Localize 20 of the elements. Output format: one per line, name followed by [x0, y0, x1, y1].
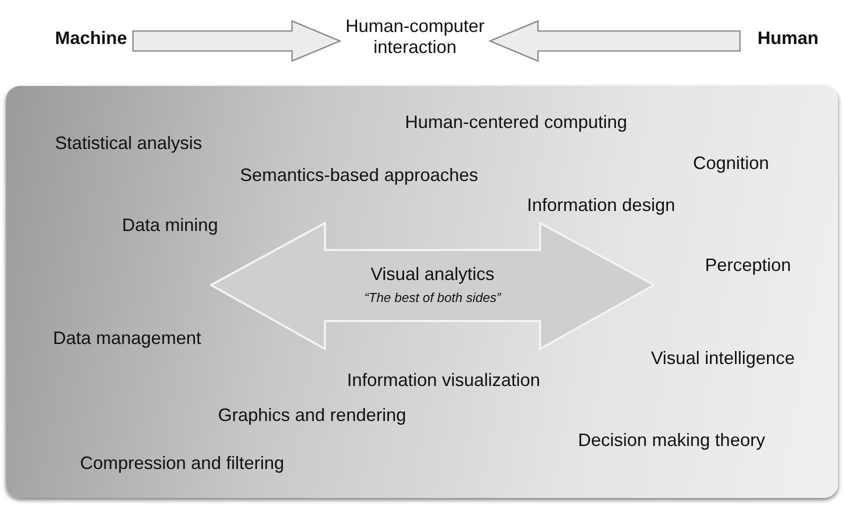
topic-label: Information design	[527, 195, 676, 216]
topic-label: Semantics-based approaches	[240, 165, 478, 186]
node-label: Human-computer interaction	[344, 16, 486, 58]
topic-label: Visual intelligence	[651, 348, 795, 369]
node-title: Visual analytics	[370, 264, 496, 285]
node-label: Machine	[55, 28, 125, 49]
topic-label: Compression and filtering	[80, 453, 284, 474]
topic-label: Cognition	[693, 153, 770, 174]
node-subtitle: “The best of both sides”	[363, 290, 502, 305]
node-label: Human	[756, 28, 820, 49]
topic-label: Human-centered computing	[405, 112, 628, 133]
topic-label: Decision making theory	[578, 430, 766, 451]
topic-label: Data mining	[122, 215, 218, 236]
block-arrow	[132, 20, 342, 62]
topic-label: Data management	[53, 328, 202, 349]
block-arrow	[488, 20, 741, 62]
topic-label: Information visualization	[347, 370, 540, 391]
topic-label: Statistical analysis	[55, 133, 202, 154]
topic-label: Perception	[705, 255, 792, 276]
topic-label: Graphics and rendering	[218, 405, 406, 426]
